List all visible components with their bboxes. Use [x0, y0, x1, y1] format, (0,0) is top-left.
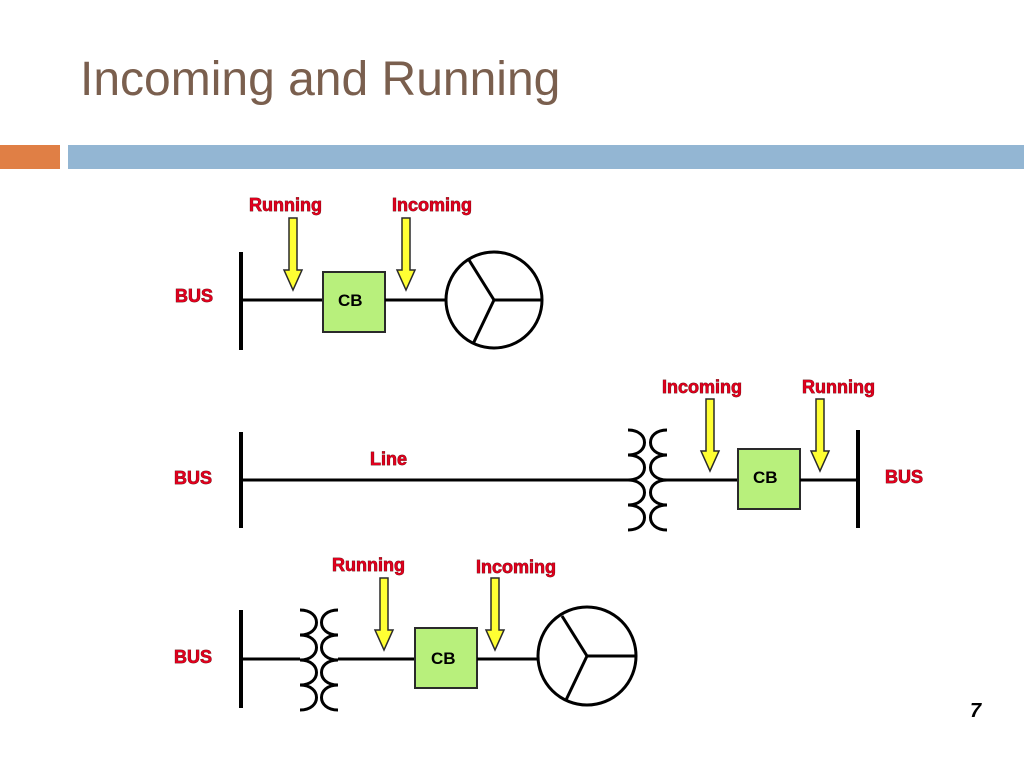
transformer-symbol: [627, 428, 668, 532]
incoming-label: Incoming: [476, 557, 556, 577]
circuit-breaker-label: CB: [753, 468, 778, 487]
running-arrow: [810, 398, 830, 472]
transformer-symbol: [299, 608, 339, 712]
incoming-arrow: [396, 217, 416, 291]
slide-title: Incoming and Running: [80, 53, 561, 106]
running-label: Running: [249, 195, 322, 215]
circuit-breaker-label: CB: [338, 291, 363, 310]
generator-symbol: [536, 605, 638, 707]
accent-bar-orange: [0, 145, 60, 169]
transformer-generator-circuit: BUS CB Running Incoming: [174, 555, 638, 712]
incoming-label: Incoming: [662, 377, 742, 397]
generator-symbol: [444, 250, 544, 350]
circuit-breaker: [322, 271, 386, 333]
running-arrow: [374, 577, 394, 651]
circuit-breaker: [414, 627, 478, 689]
bus-label: BUS: [175, 286, 213, 306]
running-label: Running: [802, 377, 875, 397]
page-number: 7: [970, 700, 982, 722]
incoming-arrow: [485, 577, 505, 651]
line-circuit: BUS Line CB BUS Incoming Running: [174, 377, 923, 532]
generator-circuit: BUS CB Running Incoming: [175, 195, 544, 350]
incoming-label: Incoming: [392, 195, 472, 215]
incoming-arrow: [700, 398, 720, 472]
line-label: Line: [370, 449, 407, 469]
bus-label-right: BUS: [885, 467, 923, 487]
running-arrow: [283, 217, 303, 291]
running-label: Running: [332, 555, 405, 575]
bus-label-left: BUS: [174, 468, 212, 488]
bus-label: BUS: [174, 647, 212, 667]
accent-bar-blue: [68, 145, 1024, 169]
circuit-breaker-label: CB: [431, 649, 456, 668]
